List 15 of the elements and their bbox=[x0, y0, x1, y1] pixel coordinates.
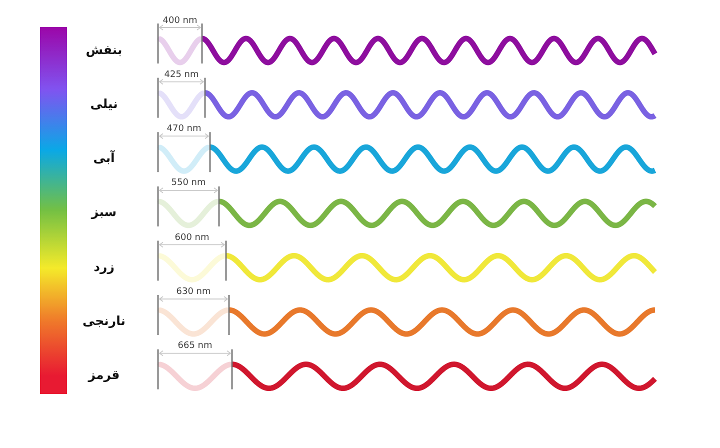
wavelength-label: 665 nm bbox=[178, 342, 212, 352]
color-name: زرد bbox=[94, 258, 114, 274]
color-name: آبی bbox=[93, 150, 115, 166]
color-name: سبز bbox=[91, 204, 117, 220]
wavelength-label: 400 nm bbox=[162, 16, 198, 26]
spectrum-bar bbox=[40, 27, 67, 394]
wavelength-label: 425 nm bbox=[164, 70, 199, 81]
color-name: بنفش bbox=[86, 42, 122, 58]
wavelength-label: 630 nm bbox=[176, 288, 211, 298]
color-name: نیلی bbox=[90, 96, 118, 112]
wavelength-label: 550 nm bbox=[171, 180, 206, 190]
color-name: قرمز bbox=[88, 367, 120, 384]
wavelength-label: 600 nm bbox=[174, 234, 210, 244]
wavelength-label: 470 nm bbox=[166, 125, 202, 136]
color-name: نارنجی bbox=[82, 313, 126, 329]
